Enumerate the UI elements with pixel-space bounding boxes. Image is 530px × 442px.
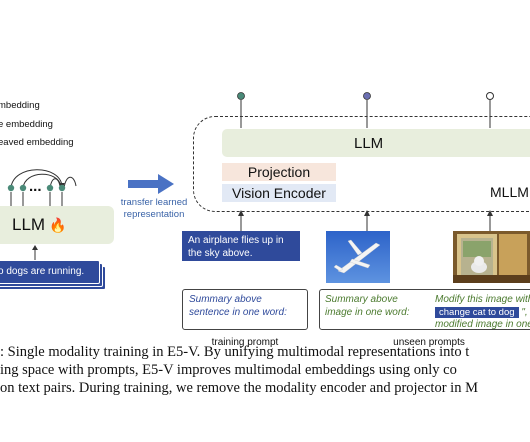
- mllm-label: MLLM: [490, 184, 529, 200]
- input-text: o dogs are running.: [0, 266, 85, 277]
- unseen-prompts-label: unseen prompts: [393, 337, 465, 348]
- interleaved-embedding-node: [486, 92, 494, 100]
- caption-line-1: : Single modality training in E5-V. By u…: [0, 344, 470, 360]
- llm-block-left: LLM 🔥: [0, 206, 114, 244]
- modify-prompt-prefix: Modify this image with: [435, 294, 530, 305]
- caption-line-3: on text pairs. During training, we remov…: [0, 380, 478, 396]
- token-node: [58, 184, 66, 192]
- transfer-arrow-icon: [128, 174, 174, 194]
- training-prompt-text: Summary above sentence in one word:: [189, 294, 287, 318]
- llm-block-right: LLM: [222, 129, 530, 157]
- projection-block: Projection: [222, 163, 336, 181]
- modify-prompt-suffix: ", d: [521, 306, 530, 318]
- token-node: [19, 184, 27, 192]
- legend-item-image-embedding: e embedding: [0, 119, 53, 130]
- fire-icon: 🔥: [49, 216, 67, 233]
- mllm-container: [193, 116, 530, 212]
- caption-line-2: ing space with prompts, E5-V improves mu…: [0, 362, 457, 378]
- legend-item-text-embedding: mbedding: [0, 100, 40, 111]
- legend-item-interleaved-embedding: eaved embedding: [0, 137, 74, 148]
- token-nodes: [7, 184, 66, 192]
- transfer-label-line1: transfer learned: [120, 197, 188, 208]
- llm-label: LLM: [12, 215, 46, 234]
- token-node: [46, 184, 54, 192]
- training-prompt-label: training prompt: [211, 337, 279, 348]
- modify-prompt-line3: modified image in one w: [435, 319, 530, 330]
- llm-label: LLM: [354, 134, 384, 152]
- transfer-label-line2: representation: [123, 208, 185, 220]
- output-nodes: [237, 92, 494, 128]
- airplane-image: [326, 231, 390, 283]
- input-arrows: [238, 210, 493, 232]
- image-prompt-text: Summary above image in one word:: [325, 294, 410, 318]
- token-node: [7, 184, 15, 192]
- training-prompt-box: Summary above sentence in one word:: [182, 289, 308, 330]
- input-card-front: [0, 260, 100, 284]
- airplane-text-input: An airplane flies up in the sky above.: [182, 231, 300, 261]
- transfer-label: transfer learned representation: [114, 197, 194, 220]
- modify-highlight: change cat to dog: [435, 306, 519, 318]
- modify-prompt: Modify this image with change cat to dog…: [435, 294, 530, 332]
- attention-arcs: [10, 169, 77, 189]
- up-arrow-left: [32, 245, 38, 262]
- vision-encoder-block: Vision Encoder: [222, 184, 336, 202]
- figure-caption: : Single modality training in E5-V. By u…: [0, 344, 530, 396]
- unseen-prompts-box: Summary above image in one word: Modify …: [319, 289, 530, 330]
- image-embedding-node: [363, 92, 371, 100]
- left-token-graph: [7, 169, 77, 206]
- text-embedding-node: [237, 92, 245, 100]
- ellipsis-label: ...: [29, 178, 42, 195]
- cat-window-image: [453, 231, 530, 283]
